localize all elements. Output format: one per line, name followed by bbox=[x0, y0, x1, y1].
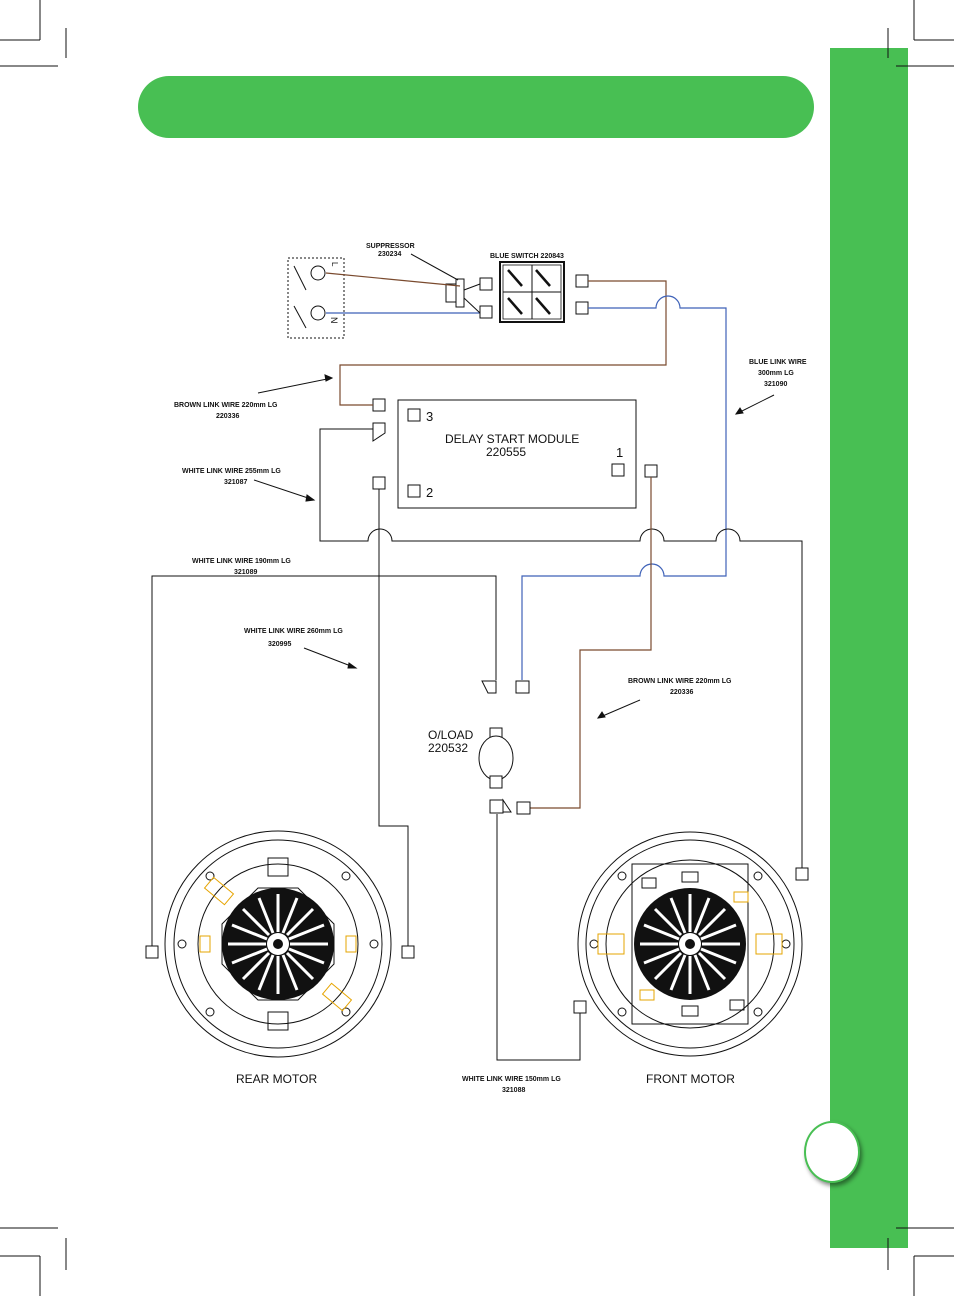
white-link-wire-260 bbox=[378, 489, 409, 946]
rear-motor-label: REAR MOTOR bbox=[236, 1072, 317, 1086]
brown-inlet-wire bbox=[325, 272, 461, 287]
terminal-n-label: N bbox=[329, 317, 339, 324]
terminal-l-label: L bbox=[330, 262, 339, 267]
blue-switch: BLUE SWITCH 220843 bbox=[479, 253, 589, 323]
oload-name: O/LOAD bbox=[428, 728, 474, 742]
suppressor-label: SUPPRESSOR bbox=[366, 243, 415, 250]
rear-motor bbox=[164, 830, 392, 1058]
suppressor-code: 230234 bbox=[378, 251, 401, 258]
white-link-wire-255 bbox=[319, 428, 803, 868]
title-banner bbox=[138, 76, 814, 138]
brown-link-top-label-2: 220336 bbox=[216, 413, 239, 420]
module-code: 220555 bbox=[486, 445, 526, 459]
suppressor: SUPPRESSOR 230234 bbox=[366, 243, 465, 308]
brown-link-bottom-label-2: 220336 bbox=[670, 689, 693, 696]
brown-link-top-label-1: BROWN LINK WIRE 220mm LG bbox=[174, 402, 278, 409]
delay-start-module: 3 2 1 DELAY START MODULE 220555 bbox=[397, 399, 637, 509]
mains-inlet: L N bbox=[287, 257, 345, 339]
white-255-label-2: 321087 bbox=[224, 479, 247, 486]
module-terminal-2: 2 bbox=[426, 485, 433, 500]
brown-link-wire-top bbox=[339, 280, 667, 406]
front-motor bbox=[577, 831, 803, 1057]
module-name: DELAY START MODULE bbox=[445, 432, 579, 446]
blue-switch-label: BLUE SWITCH 220843 bbox=[490, 253, 564, 260]
white-150-label-2: 321088 bbox=[502, 1087, 525, 1094]
white-link-wire-150 bbox=[496, 814, 581, 1061]
white-260-label-2: 320995 bbox=[268, 641, 291, 648]
front-motor-label: FRONT MOTOR bbox=[646, 1072, 735, 1086]
blue-link-label-3: 321090 bbox=[764, 381, 787, 388]
blue-link-label-1: BLUE LINK WIRE bbox=[749, 359, 807, 366]
oload-code: 220532 bbox=[428, 741, 468, 755]
white-260-label-1: WHITE LINK WIRE 260mm LG bbox=[244, 628, 343, 635]
white-190-label-2: 321089 bbox=[234, 569, 257, 576]
white-link-wire-190 bbox=[151, 575, 497, 946]
brown-link-bottom-label-1: BROWN LINK WIRE 220mm LG bbox=[628, 678, 732, 685]
white-150-label-1: WHITE LINK WIRE 150mm LG bbox=[462, 1076, 561, 1083]
module-terminal-1: 1 bbox=[616, 445, 623, 460]
white-190-label-1: WHITE LINK WIRE 190mm LG bbox=[192, 558, 291, 565]
blue-link-label-2: 300mm LG bbox=[758, 370, 794, 377]
blue-link-wire-300 bbox=[521, 295, 727, 680]
side-tab-strip bbox=[830, 48, 908, 1248]
white-255-label-1: WHITE LINK WIRE 255mm LG bbox=[182, 468, 281, 475]
brown-link-wire-bottom bbox=[530, 477, 652, 809]
module-terminal-3: 3 bbox=[426, 409, 433, 424]
label-leaders bbox=[253, 374, 775, 719]
overload-protector: O/LOAD 220532 bbox=[428, 727, 514, 789]
page-number-badge bbox=[804, 1121, 860, 1183]
